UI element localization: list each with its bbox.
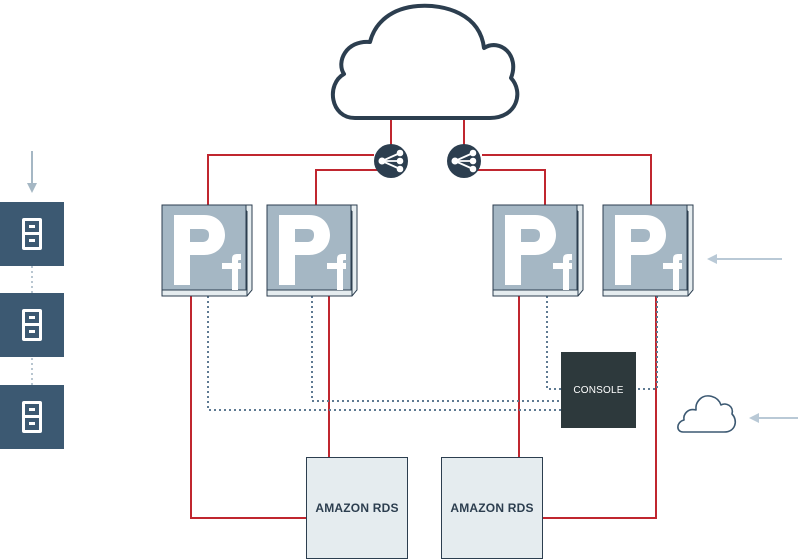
load-balancer-1	[374, 144, 408, 178]
server-rack-3	[0, 385, 64, 449]
management-links	[207, 296, 658, 411]
server-rack-icon	[0, 293, 64, 357]
pf-server-3	[492, 204, 584, 297]
rds-node-1: AMAZON RDS	[306, 457, 408, 559]
link-lb2-pf4	[482, 154, 652, 205]
cloud-icon	[677, 395, 737, 433]
server-rack-2	[0, 293, 64, 357]
server-rack-1	[0, 202, 64, 266]
pf-logo	[266, 204, 358, 297]
pf-logo	[602, 204, 694, 297]
link-pf4-rds2	[542, 296, 657, 519]
cloud-icon	[330, 3, 520, 120]
pf-server-4	[602, 204, 694, 297]
console-node: CONSOLE	[561, 352, 636, 428]
console-label: CONSOLE	[573, 384, 624, 396]
network-links	[190, 118, 657, 519]
link-pf1-rds2	[190, 296, 308, 519]
server-rack-icon	[0, 202, 64, 266]
pf-server-2	[266, 204, 358, 297]
load-balancer-2	[447, 144, 481, 178]
pf-logo	[161, 204, 253, 297]
link-lb1-pf1	[207, 154, 374, 205]
mgmt-pf2	[311, 296, 561, 402]
link-lb2-pf3	[476, 169, 546, 205]
mgmt-pf3	[546, 296, 561, 390]
server-rack-icon	[0, 385, 64, 449]
mgmt-pf4	[636, 296, 658, 390]
pf-logo	[492, 204, 584, 297]
rds-node-2: AMAZON RDS	[441, 457, 543, 559]
share-icon	[378, 149, 404, 173]
mgmt-pf1	[207, 296, 561, 411]
pf-server-1	[161, 204, 253, 297]
share-icon	[451, 149, 477, 173]
rds-label: AMAZON RDS	[315, 501, 399, 515]
link-lb1-pf2	[315, 169, 380, 205]
rds-label: AMAZON RDS	[450, 501, 534, 515]
